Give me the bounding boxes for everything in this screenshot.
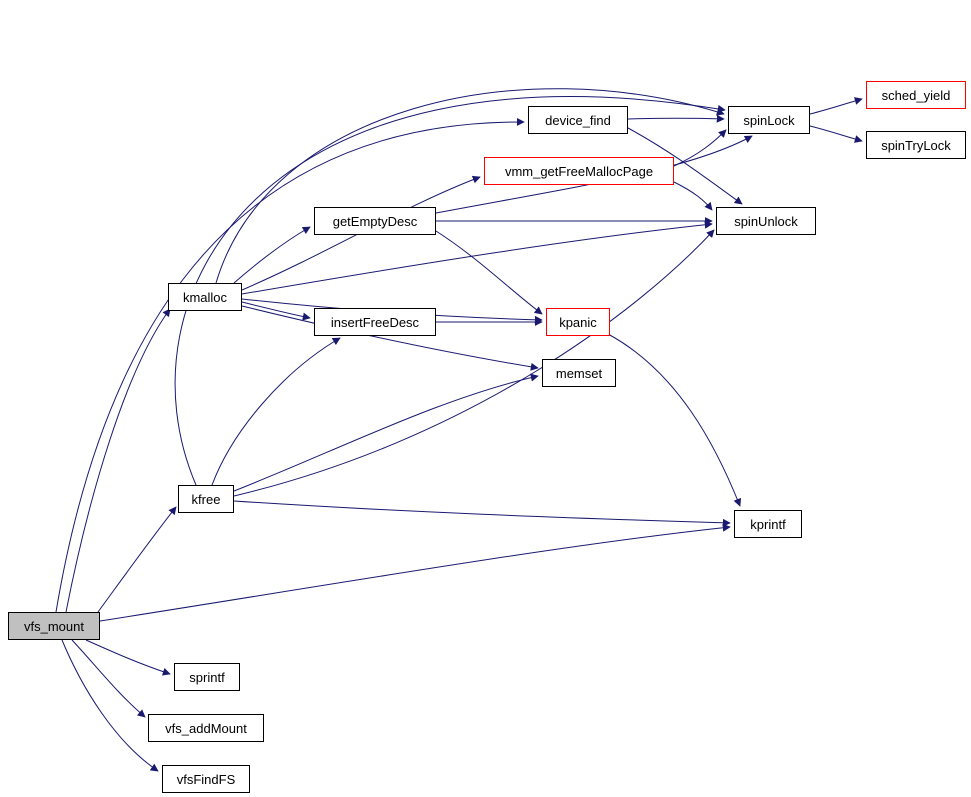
edge-kfree-to-insertFreeDesc bbox=[211, 337, 341, 486]
edge-spinLock-to-spinTryLock bbox=[809, 125, 863, 143]
node-spinUnlock[interactable]: spinUnlock bbox=[716, 207, 816, 235]
edge-kmalloc-to-memset bbox=[241, 305, 539, 371]
edge-device_find-to-spinLock bbox=[627, 114, 725, 123]
edge-vfs_mount-to-vfsFindFS bbox=[61, 639, 159, 772]
edge-vfs_mount-to-kfree bbox=[97, 506, 177, 613]
node-spinTryLock[interactable]: spinTryLock bbox=[866, 131, 966, 159]
edge-kmalloc-to-getEmptyDesc bbox=[233, 226, 311, 284]
edge-vmm_getFreeMallocPage-to-spinUnlock bbox=[673, 181, 713, 211]
node-sprintf[interactable]: sprintf bbox=[174, 663, 240, 691]
node-getEmptyDesc[interactable]: getEmptyDesc bbox=[314, 207, 436, 235]
edge-kfree-to-spinUnlock bbox=[233, 229, 715, 497]
edge-kpanic-to-kprintf bbox=[607, 333, 742, 507]
node-vfsFindFS[interactable]: vfsFindFS bbox=[162, 765, 250, 793]
node-insertFreeDesc[interactable]: insertFreeDesc bbox=[314, 308, 436, 336]
node-vfs_addMount[interactable]: vfs_addMount bbox=[148, 714, 264, 742]
edge-getEmptyDesc-to-kpanic bbox=[435, 230, 543, 315]
edge-spinLock-to-sched_yield bbox=[809, 97, 863, 115]
node-kmalloc[interactable]: kmalloc bbox=[168, 283, 242, 311]
edge-vmm_getFreeMallocPage-to-spinLock bbox=[673, 129, 727, 167]
edge-vfs_mount-to-kprintf bbox=[99, 523, 731, 622]
node-vfs_mount: vfs_mount bbox=[8, 612, 100, 640]
edge-vfs_mount-to-device_find bbox=[55, 117, 525, 613]
edge-device_find-to-spinUnlock bbox=[627, 127, 743, 205]
edge-kmalloc-to-insertFreeDesc bbox=[241, 301, 311, 321]
edge-vfs_mount-to-kmalloc bbox=[65, 308, 171, 613]
edge-kfree-to-spinLock bbox=[174, 96, 726, 486]
node-vmm_getFreeMallocPage[interactable]: vmm_getFreeMallocPage bbox=[484, 157, 674, 185]
node-kfree[interactable]: kfree bbox=[178, 485, 234, 513]
node-memset[interactable]: memset bbox=[542, 359, 616, 387]
edge-vfs_mount-to-sprintf bbox=[85, 639, 171, 676]
edge-kfree-to-kprintf bbox=[233, 500, 731, 527]
node-spinLock[interactable]: spinLock bbox=[728, 106, 810, 134]
node-device_find[interactable]: device_find bbox=[528, 106, 628, 134]
edge-kmalloc-to-spinUnlock bbox=[241, 220, 713, 295]
node-sched_yield[interactable]: sched_yield bbox=[866, 81, 966, 109]
node-kprintf[interactable]: kprintf bbox=[734, 510, 802, 538]
edge-kfree-to-memset bbox=[233, 373, 539, 492]
edge-vfs_mount-to-vfs_addMount bbox=[71, 639, 146, 718]
edge-kmalloc-to-spinLock bbox=[215, 88, 725, 284]
node-kpanic[interactable]: kpanic bbox=[546, 308, 610, 336]
